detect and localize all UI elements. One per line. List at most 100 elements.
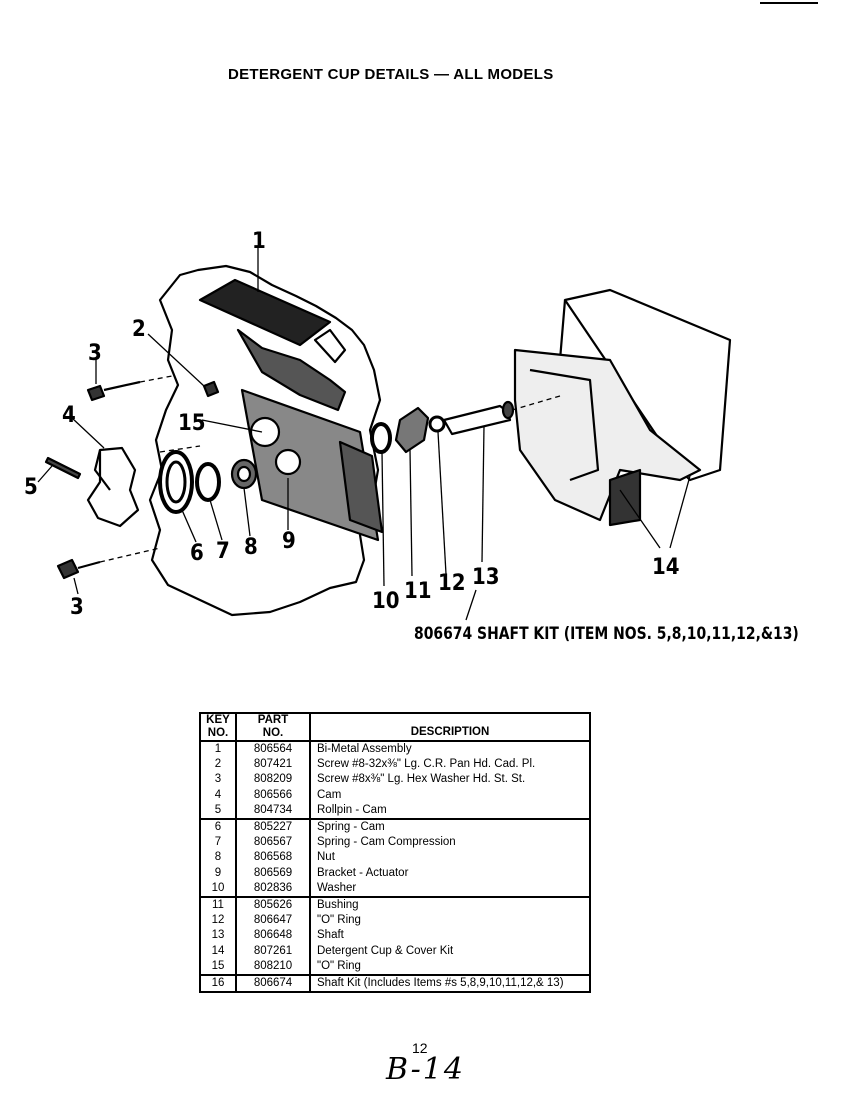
part-no-cell: 806568 — [235, 850, 311, 866]
handwritten-note: B-14 — [386, 1052, 465, 1087]
callout-13: 13 — [472, 565, 500, 590]
key-no-cell: 15 — [199, 958, 237, 977]
part-no-cell: 807421 — [235, 757, 311, 773]
screw-3b — [56, 558, 80, 580]
part-no-cell: 806647 — [235, 913, 311, 929]
callout-14: 14 — [652, 555, 680, 580]
part-no-cell: 804734 — [235, 802, 311, 821]
callout-8: 8 — [244, 535, 258, 560]
callout-11: 11 — [404, 579, 432, 604]
part-no-cell: 808209 — [235, 772, 311, 788]
part-no-cell: 807261 — [235, 943, 311, 959]
key-no-cell: 2 — [199, 757, 237, 773]
description-cell: Rollpin - Cam — [309, 802, 591, 821]
bimetal-assembly — [198, 278, 332, 347]
callout-9: 9 — [282, 529, 296, 554]
key-no-cell: 8 — [199, 850, 237, 866]
part-no-cell: 805626 — [235, 897, 311, 914]
key-no-cell: 16 — [199, 975, 237, 994]
oring-part — [428, 415, 446, 433]
description-cell: Nut — [309, 850, 591, 866]
part-no-header: PART NO. — [235, 712, 311, 742]
key-no-cell: 11 — [199, 897, 237, 914]
parts-table-header: KEY NO. PART NO. DESCRIPTION — [199, 712, 591, 742]
callout-12: 12 — [438, 571, 466, 596]
screw-3a — [86, 384, 106, 402]
description-cell: Cam — [309, 787, 591, 803]
description-cell: Bi-Metal Assembly — [309, 741, 591, 758]
key-no-cell: 3 — [199, 772, 237, 788]
description-cell: Spring - Cam — [309, 819, 591, 836]
screw-2 — [202, 380, 220, 398]
callout-15: 15 — [178, 411, 206, 436]
key-no-cell: 5 — [199, 802, 237, 821]
washer-part — [370, 422, 392, 454]
callout-1: 1 — [252, 229, 266, 254]
rollpin — [44, 456, 82, 480]
key-no-cell: 1 — [199, 741, 237, 758]
key-no-cell: 4 — [199, 787, 237, 803]
description-header: DESCRIPTION — [309, 712, 591, 742]
description-cell: Shaft — [309, 928, 591, 944]
shaft-part — [442, 404, 512, 436]
key-no-cell: 10 — [199, 880, 237, 899]
description-cell: Spring - Cam Compression — [309, 835, 591, 851]
description-cell: Shaft Kit (Includes Items #s 5,8,9,10,11… — [309, 975, 591, 994]
description-cell: "O" Ring — [309, 958, 591, 977]
shaft-kit-label: 806674 SHAFT KIT (ITEM NOS. 5,8,10,11,12… — [414, 624, 799, 644]
description-cell: "O" Ring — [309, 913, 591, 929]
cam-part — [86, 446, 140, 528]
spring-cam — [158, 450, 194, 514]
exploded-diagram: 1 2 3 4 5 15 6 7 8 9 10 11 12 13 14 3 — [24, 229, 732, 621]
key-no-header: KEY NO. — [199, 712, 237, 742]
description-cell: Bushing — [309, 897, 591, 914]
description-cell: Detergent Cup & Cover Kit — [309, 943, 591, 959]
key-no-cell: 9 — [199, 865, 237, 881]
key-no-cell: 13 — [199, 928, 237, 944]
part-no-cell: 806648 — [235, 928, 311, 944]
description-cell: Washer — [309, 880, 591, 899]
callout-3-top: 3 — [88, 341, 102, 366]
spring-compression — [195, 462, 221, 502]
key-no-cell: 6 — [199, 819, 237, 836]
part-no-cell: 806567 — [235, 835, 311, 851]
callout-7: 7 — [216, 539, 230, 564]
key-no-cell: 14 — [199, 943, 237, 959]
callout-3-bottom: 3 — [70, 595, 84, 620]
mounting-panel — [148, 264, 382, 617]
part-no-cell: 806566 — [235, 787, 311, 803]
part-no-cell: 805227 — [235, 819, 311, 836]
key-no-cell: 12 — [199, 913, 237, 929]
page-number: 12 — [412, 1040, 428, 1056]
part-no-cell: 806569 — [235, 865, 311, 881]
description-cell: Screw #8-32x⅜" Lg. C.R. Pan Hd. Cad. Pl. — [309, 757, 591, 773]
callout-5: 5 — [24, 475, 38, 500]
bushing-part — [394, 406, 430, 454]
callout-6: 6 — [190, 541, 204, 566]
page-title: DETERGENT CUP DETAILS — ALL MODELS — [228, 66, 554, 83]
corner-rule — [760, 2, 818, 4]
part-no-cell: 806564 — [235, 741, 311, 758]
key-no-cell: 7 — [199, 835, 237, 851]
part-no-cell: 802836 — [235, 880, 311, 899]
part-no-cell: 808210 — [235, 958, 311, 977]
callout-2: 2 — [132, 317, 146, 342]
description-cell: Screw #8x⅜" Lg. Hex Washer Hd. St. St. — [309, 772, 591, 788]
